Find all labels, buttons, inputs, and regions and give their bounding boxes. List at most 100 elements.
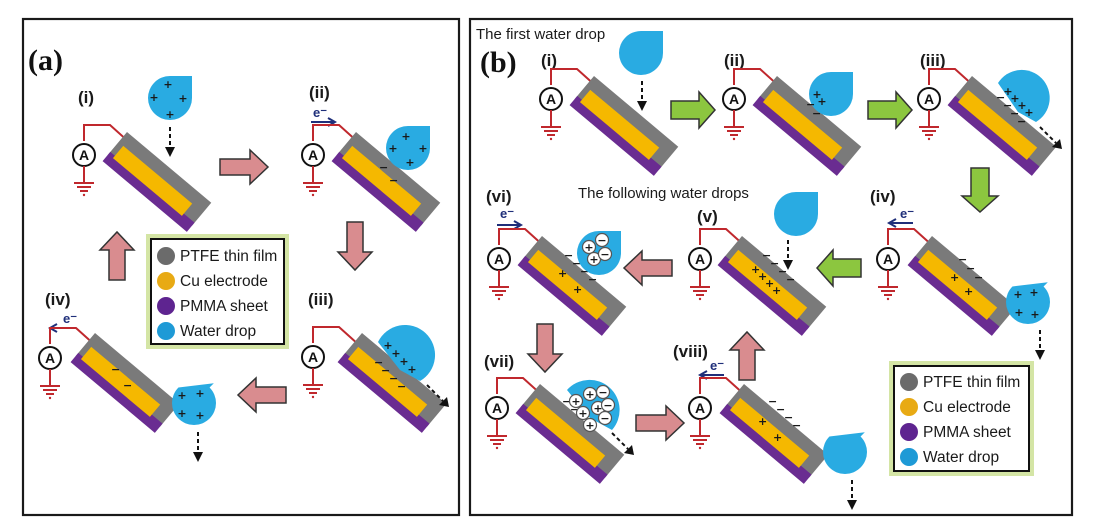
- ptfe-charge: −: [784, 411, 793, 424]
- electrode-charge: +: [773, 431, 782, 444]
- ptfe-charge: −: [776, 403, 785, 416]
- panel-a-step-ii: (ii) e⁻ − − + + + +: [301, 83, 441, 232]
- panel-b-step-vii: (vii) − − − − + + + + + −: [484, 352, 635, 484]
- ptfe-charge: −: [572, 257, 581, 270]
- svg-text:+: +: [1014, 306, 1023, 319]
- ptfe-charge: −: [570, 403, 579, 416]
- svg-text:+: +: [418, 142, 427, 155]
- svg-text:+: +: [149, 91, 158, 104]
- ptfe-charge: −: [974, 271, 983, 284]
- legend-item-ptfe: PTFE thin film: [900, 373, 1020, 391]
- electrode-charge: +: [772, 284, 781, 297]
- svg-text:+: +: [388, 142, 397, 155]
- water-drop: + + − −: [577, 231, 621, 275]
- svg-text:+: +: [1030, 308, 1039, 321]
- electrode-charge: +: [964, 285, 973, 298]
- electrode-charge: −: [389, 174, 398, 187]
- svg-text:+: +: [195, 409, 204, 422]
- water-drop: + + + +: [148, 76, 192, 121]
- ptfe-charge: −: [762, 249, 771, 262]
- ptfe-charge: −: [792, 419, 801, 432]
- svg-text:+: +: [1024, 106, 1033, 119]
- electrode-charge: −: [806, 98, 815, 111]
- svg-text:+: +: [812, 88, 821, 101]
- ptfe-charge: −: [768, 395, 777, 408]
- panel-a-step-i: (i) + + + +: [72, 76, 212, 232]
- ptfe-charge: −: [770, 257, 779, 270]
- legend-label: PTFE thin film: [923, 374, 1020, 391]
- cu-swatch-icon: [157, 272, 175, 290]
- legend-label: PTFE thin film: [180, 248, 277, 265]
- step-label-a-ii: (ii): [309, 83, 330, 102]
- ptfe-charge: −: [966, 262, 975, 275]
- legend-a: PTFE thin film Cu electrode PMMA sheet W…: [146, 234, 289, 349]
- water-drop: + + + +: [1006, 282, 1050, 324]
- legend-label: Water drop: [180, 323, 256, 340]
- electrode-charge: −: [397, 380, 406, 393]
- svg-text:+: +: [585, 388, 594, 401]
- water-drop: [774, 192, 818, 236]
- legend-item-ptfe: PTFE thin film: [157, 247, 277, 265]
- cu-swatch-icon: [900, 398, 918, 416]
- svg-text:+: +: [177, 407, 186, 420]
- svg-text:+: +: [817, 95, 826, 108]
- step-label-a-iv: (iv): [45, 290, 71, 309]
- water-drop: + + + +: [172, 383, 216, 425]
- svg-text:+: +: [1029, 286, 1038, 299]
- ptfe-swatch-icon: [157, 247, 175, 265]
- electron-label: e⁻: [900, 206, 914, 221]
- ptfe-swatch-icon: [900, 373, 918, 391]
- step-label-b-v: (v): [697, 207, 718, 226]
- electrode-charge: −: [111, 363, 120, 376]
- svg-text:+: +: [589, 253, 598, 266]
- svg-text:+: +: [405, 156, 414, 169]
- svg-text:−: −: [603, 399, 612, 412]
- svg-text:+: +: [578, 407, 587, 420]
- water-drop: + + + +: [386, 126, 430, 170]
- legend-label: Cu electrode: [923, 399, 1011, 416]
- electrode-charge: −: [381, 364, 390, 377]
- legend-item-cu: Cu electrode: [157, 272, 268, 290]
- legend-b: PTFE thin film Cu electrode PMMA sheet W…: [889, 361, 1034, 476]
- electron-label: e⁻: [710, 358, 724, 373]
- electrode-charge: +: [573, 283, 582, 296]
- legend-label: PMMA sheet: [923, 424, 1012, 441]
- caption-first-drop: The first water drop: [476, 26, 605, 43]
- legend-item-cu: Cu electrode: [900, 398, 1011, 416]
- ptfe-charge: −: [786, 273, 795, 286]
- electrode-charge: +: [765, 277, 774, 290]
- water-drop: + + + +: [998, 69, 1050, 122]
- svg-text:+: +: [585, 419, 594, 432]
- panel-a-step-iv: (iv) e⁻ − − + + + +: [38, 290, 216, 463]
- panel-b-step-iv: (iv) e⁻ + + − − − + + + +: [870, 187, 1050, 361]
- svg-text:+: +: [593, 402, 602, 415]
- electrode-charge: −: [389, 372, 398, 385]
- panel-b-step-i: (i): [539, 31, 679, 176]
- svg-text:+: +: [401, 130, 410, 143]
- svg-text:+: +: [178, 92, 187, 105]
- step-label-b-ii: (ii): [724, 51, 745, 70]
- electrode-charge: +: [950, 271, 959, 284]
- svg-text:+: +: [399, 355, 408, 368]
- svg-text:+: +: [1017, 99, 1026, 112]
- ptfe-charge: −: [562, 395, 571, 408]
- panel-a: (a) (i) + + + + (ii) e⁻ − −: [21, 17, 461, 517]
- svg-text:+: +: [391, 347, 400, 360]
- legend-label: PMMA sheet: [180, 298, 269, 315]
- ptfe-charge: −: [958, 253, 967, 266]
- panel-a-step-iii: (iii) + + + + − − − −: [301, 290, 450, 433]
- caption-following-drops: The following water drops: [578, 185, 749, 202]
- step-label-a-iii: (iii): [308, 290, 334, 309]
- ptfe-charge: −: [564, 249, 573, 262]
- electrode-charge: +: [758, 415, 767, 428]
- water-drop: + + + +: [378, 324, 436, 381]
- panel-a-label: (a): [28, 44, 63, 77]
- legend-label: Cu electrode: [180, 273, 268, 290]
- legend-item-water: Water drop: [900, 448, 999, 466]
- pmma-swatch-icon: [900, 423, 918, 441]
- svg-text:+: +: [407, 363, 416, 376]
- svg-text:+: +: [195, 387, 204, 400]
- svg-text:+: +: [1013, 288, 1022, 301]
- electrode-charge: −: [1010, 107, 1019, 120]
- step-label-b-vi: (vi): [486, 187, 512, 206]
